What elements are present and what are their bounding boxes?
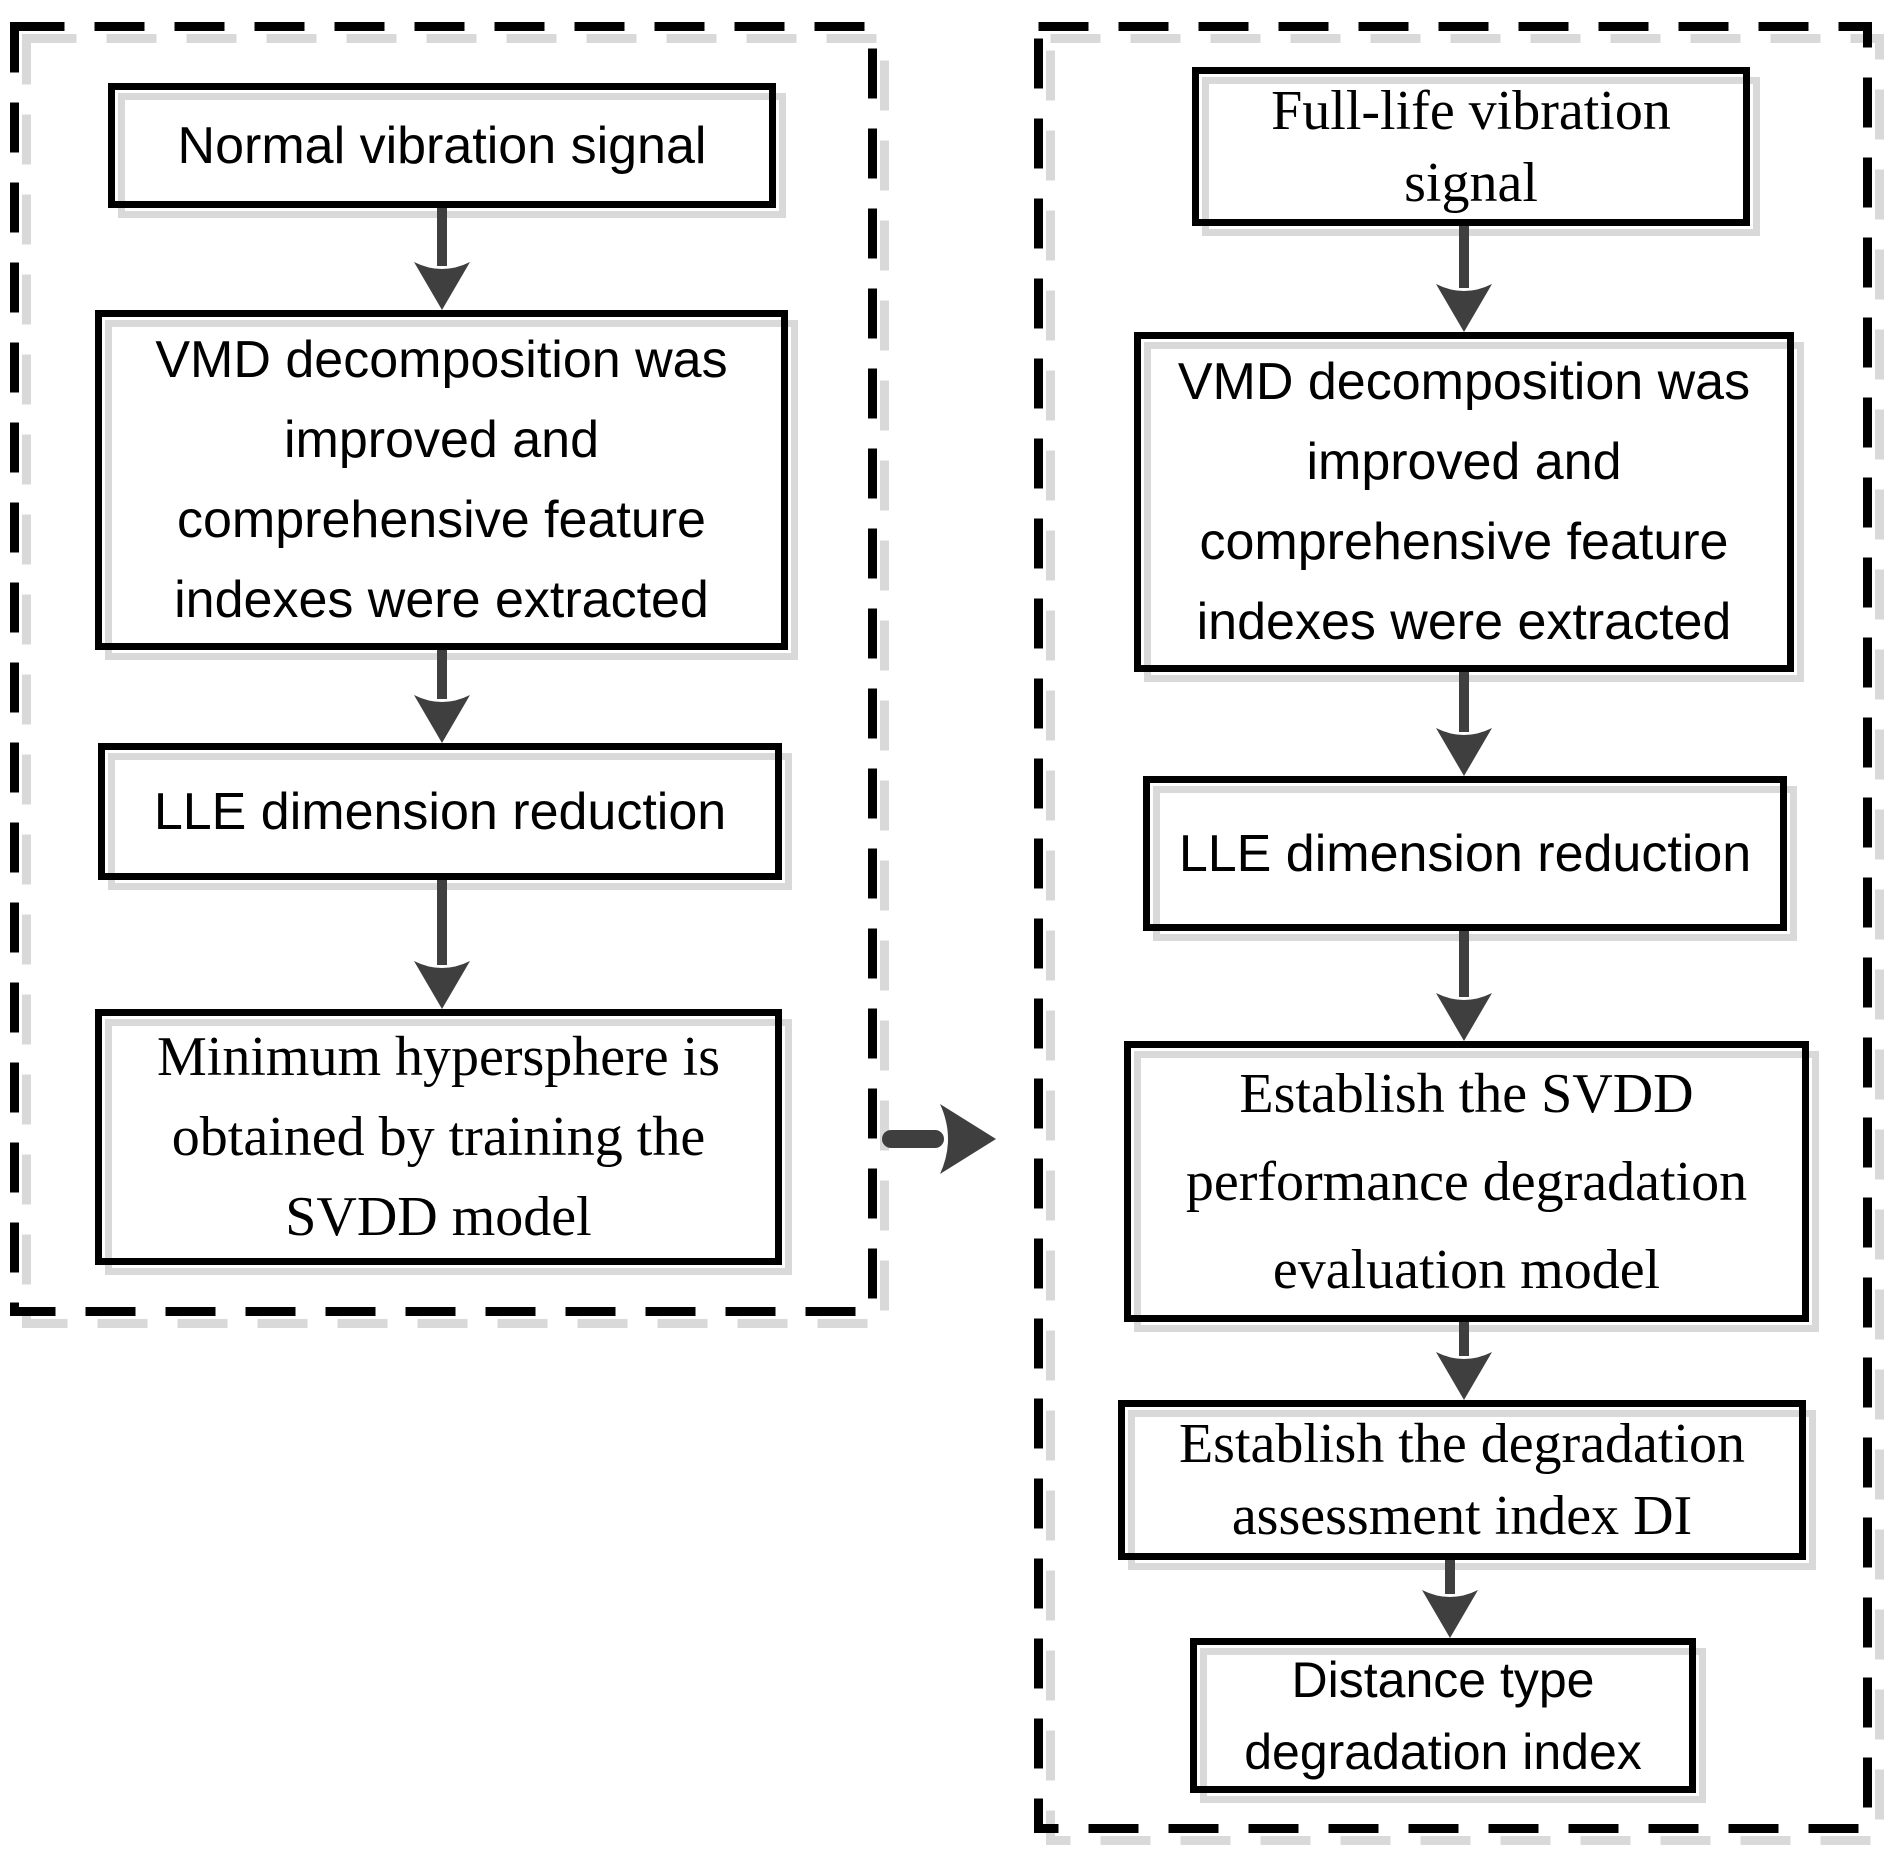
down-arrow-icon: [1436, 931, 1492, 1041]
box-shadow: [108, 753, 792, 890]
down-arrow-icon: [1422, 1560, 1478, 1638]
flow-box-establish-svdd-model: Establish the SVDD performance degradati…: [1124, 1041, 1819, 1332]
left-panel-border: [10, 22, 877, 1316]
right-panel-border-shadow: [1046, 34, 1884, 1845]
box-text-line: degradation index: [1244, 1723, 1642, 1780]
box-shadow: [1153, 786, 1797, 941]
box-face: Normal vibration signal: [108, 83, 776, 208]
box-shadow: [1200, 1648, 1706, 1803]
left-panel-dashed-border: [10, 22, 889, 1328]
box-face: Distance type degradation index: [1190, 1638, 1696, 1793]
box-text-line: indexes were extracted: [1196, 593, 1732, 651]
box-shadow: [1128, 1410, 1816, 1570]
box-shadow: [105, 1019, 792, 1275]
box-text-line: comprehensive feature: [1199, 513, 1729, 571]
arrow-head: [1436, 284, 1492, 332]
box-text-line: Establish the degradation: [1178, 1413, 1746, 1475]
box-text-line: signal: [1404, 151, 1538, 214]
box-face: LLE dimension reduction: [98, 743, 782, 880]
box-text-line: obtained by training the: [171, 1106, 706, 1168]
arrow-stem: [1459, 931, 1469, 997]
flow-box-distance-type-index: Distance type degradation index: [1190, 1638, 1706, 1803]
box-shadow: [1134, 1051, 1819, 1332]
down-arrow-icon: [414, 880, 470, 1009]
box-text-line: indexes were extracted: [174, 571, 709, 629]
box-text-line: Full-life vibration: [1271, 79, 1671, 142]
box-text-line: performance degradation: [1185, 1150, 1748, 1213]
box-text-line: Normal vibration signal: [177, 116, 707, 175]
arrow-stem: [437, 208, 447, 266]
right-panel: [1034, 22, 1884, 1845]
arrow-stem: [1459, 226, 1469, 288]
box-text-line: comprehensive feature: [177, 491, 706, 549]
arrow-head: [1422, 1590, 1478, 1638]
box-face: Minimum hypersphere is obtained by train…: [95, 1009, 782, 1265]
box-text-line: SVDD model: [285, 1186, 592, 1248]
flow-box-vmd-decomposition-right: VMD decomposition was improved and compr…: [1134, 332, 1804, 682]
right-arrow-icon: [882, 1104, 996, 1174]
box-text-line: improved and: [1306, 433, 1622, 491]
arrow-stem: [1459, 672, 1469, 732]
down-arrow-icon: [1436, 1322, 1492, 1400]
flow-box-establish-degradation-index: Establish the degradation assessment ind…: [1118, 1400, 1816, 1570]
arrow-head: [414, 262, 470, 310]
box-shadow: [1144, 342, 1804, 682]
box-text-line: VMD decomposition was: [1177, 353, 1751, 411]
box-text-line: assessment index DI: [1231, 1485, 1693, 1547]
box-face: LLE dimension reduction: [1143, 776, 1787, 931]
arrow-head: [940, 1104, 996, 1174]
arrow-head: [1436, 728, 1492, 776]
arrow-head: [414, 961, 470, 1009]
down-arrow-icon: [414, 208, 470, 310]
arrow-stem: [1459, 1322, 1469, 1356]
left-panel: [10, 22, 889, 1328]
arrow-stem: [437, 650, 447, 699]
box-text-line: evaluation model: [1272, 1238, 1661, 1301]
box-face: Establish the SVDD performance degradati…: [1124, 1041, 1809, 1322]
flow-box-minimum-hypersphere: Minimum hypersphere is obtained by train…: [95, 1009, 792, 1275]
box-face: Establish the degradation assessment ind…: [1118, 1400, 1806, 1560]
down-arrow-icon: [1436, 672, 1492, 776]
arrow-head: [1436, 993, 1492, 1041]
flow-box-full-life-vibration-signal: Full-life vibration signal: [1192, 67, 1760, 236]
arrow-stem: [882, 1130, 944, 1148]
flow-box-vmd-decomposition-left: VMD decomposition was improved and compr…: [95, 310, 798, 660]
arrow-head: [1436, 1352, 1492, 1400]
flow-box-normal-vibration-signal: Normal vibration signal: [108, 83, 786, 218]
box-text-line: Establish the SVDD: [1239, 1062, 1694, 1125]
down-arrow-icon: [1436, 226, 1492, 332]
box-face: Full-life vibration signal: [1192, 67, 1750, 226]
right-panel-border: [1034, 22, 1872, 1833]
box-shadow: [105, 320, 798, 660]
box-shadow: [118, 93, 786, 218]
box-face: VMD decomposition was improved and compr…: [1134, 332, 1794, 672]
right-panel-dashed-border: [1034, 22, 1884, 1845]
box-face: VMD decomposition was improved and compr…: [95, 310, 788, 650]
box-text-line: Distance type: [1291, 1651, 1595, 1708]
down-arrow-icon: [414, 650, 470, 743]
arrow-stem: [1445, 1560, 1455, 1594]
arrow-stem: [437, 880, 447, 965]
box-shadow: [1202, 77, 1760, 236]
flow-box-lle-dimension-reduction-left: LLE dimension reduction: [98, 743, 792, 890]
left-panel-border-shadow: [22, 34, 889, 1328]
box-text-line: VMD decomposition was: [155, 331, 728, 389]
box-text-line: improved and: [283, 411, 600, 469]
arrow-head: [414, 695, 470, 743]
box-text-line: LLE dimension reduction: [153, 782, 727, 841]
box-text-line: Minimum hypersphere is: [156, 1026, 721, 1088]
box-text-line: LLE dimension reduction: [1178, 824, 1752, 883]
flow-box-lle-dimension-reduction-right: LLE dimension reduction: [1143, 776, 1797, 941]
